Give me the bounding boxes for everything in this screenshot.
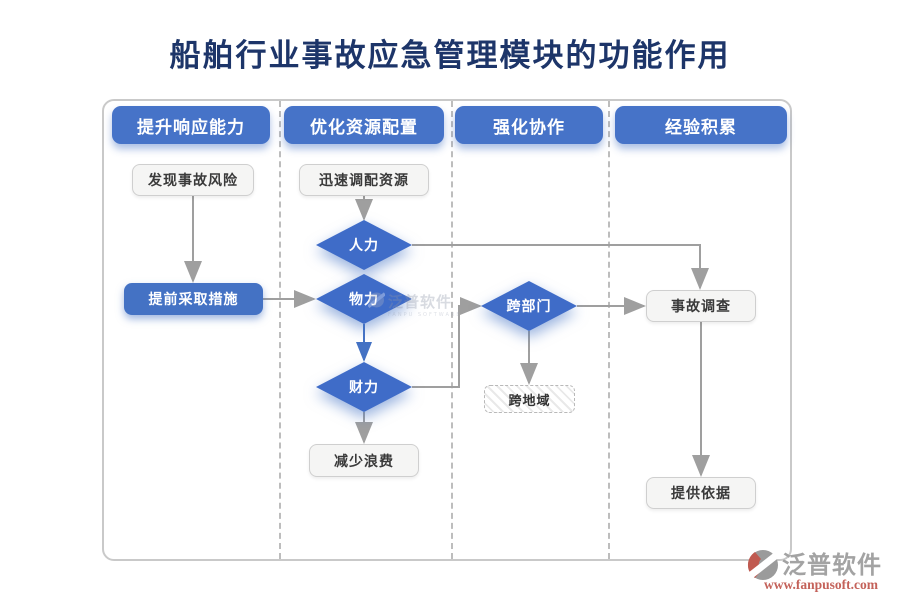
page-title: 船舶行业事故应急管理模块的功能作用 <box>169 38 731 74</box>
column-divider-1 <box>279 101 281 559</box>
node-accident-investigation: 事故调查 <box>646 290 756 322</box>
node-material: 物力 <box>316 274 412 324</box>
column-divider-2 <box>451 101 453 559</box>
fanpu-logo: 泛普软件 www.fanpusoft.com <box>744 544 896 596</box>
node-discover-risk: 发现事故风险 <box>132 164 254 196</box>
node-cross-region: 跨地域 <box>484 385 575 413</box>
column-header-response: 提升响应能力 <box>112 106 270 144</box>
diagram-frame: 提升响应能力 优化资源配置 强化协作 经验积累 发现事故风险 迅速调配资源 提前… <box>102 99 792 561</box>
connector-lines <box>184 196 710 477</box>
node-finance: 财力 <box>316 362 412 412</box>
column-header-resources: 优化资源配置 <box>284 106 444 144</box>
node-rapid-dispatch: 迅速调配资源 <box>299 164 429 196</box>
column-header-collaboration: 强化协作 <box>455 106 603 144</box>
node-manpower: 人力 <box>316 220 412 270</box>
node-reduce-waste: 减少浪费 <box>309 444 419 477</box>
brand-url: www.fanpusoft.com <box>764 577 879 592</box>
fanpu-logo-icon <box>746 549 780 582</box>
node-cross-department: 跨部门 <box>481 281 577 331</box>
node-take-measures: 提前采取措施 <box>124 283 263 315</box>
brand-name: 泛普软件 <box>782 551 882 579</box>
column-header-experience: 经验积累 <box>615 106 787 144</box>
node-provide-basis: 提供依据 <box>646 477 756 509</box>
column-divider-3 <box>608 101 610 559</box>
